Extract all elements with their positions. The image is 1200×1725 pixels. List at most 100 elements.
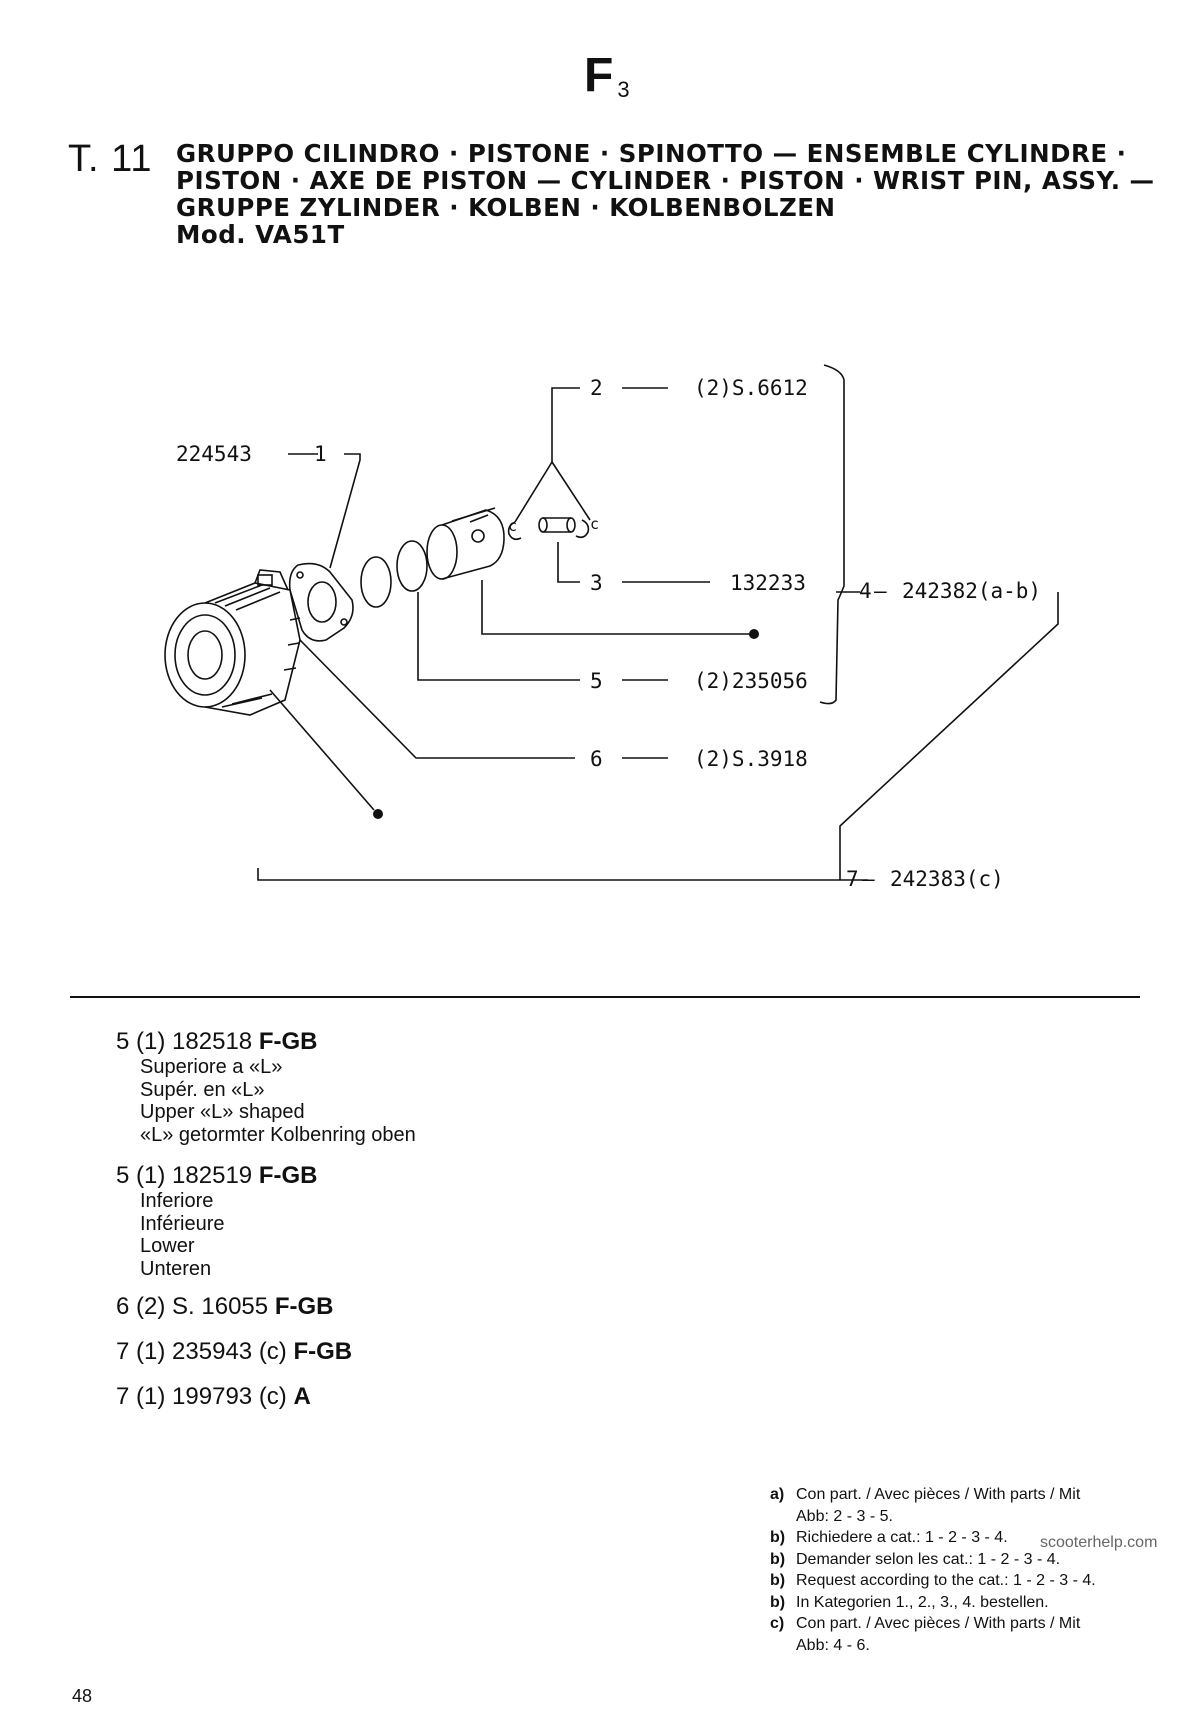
callout-ref-3: 3: [590, 571, 603, 595]
page-code-subscript: 3: [617, 77, 630, 102]
entry-qty: (1): [136, 1162, 166, 1189]
callout-ref-6: 6: [590, 747, 603, 771]
leader-lines: [257, 364, 1059, 881]
entry-market: F-GB: [293, 1338, 353, 1365]
entry-head: 5 (1) 182518 F-GB: [116, 1028, 416, 1056]
callout-ref-2: 2: [590, 376, 603, 400]
parts-entry: 7 (1) 199793 (c) A: [116, 1383, 311, 1411]
callout-part-4: 242382(a-b): [902, 579, 1041, 603]
callout-ref-7: 7: [846, 867, 859, 891]
entry-suffix: (c): [258, 1338, 287, 1365]
parts-entry: 5 (1) 182518 F-GB Superiore a «L» Supér.…: [116, 1028, 416, 1146]
footnote-key: b): [770, 1550, 786, 1568]
entry-head: 7 (1) 199793 (c) A: [116, 1383, 311, 1411]
callout-ref-4: 4: [859, 579, 872, 603]
exploded-parts-diagram: 224543 1 2 (2)S.6612 3 132233 4 — 242382…: [164, 364, 1059, 891]
entry-part-number: 235943: [172, 1338, 253, 1365]
callout-ref-5: 5: [590, 669, 603, 693]
watermark-text: scooterhelp.com: [1040, 1534, 1158, 1551]
parts-entry: 6 (2) S. 16055 F-GB: [116, 1293, 333, 1321]
desc-line: Superiore a «L»: [140, 1056, 283, 1078]
page-code-letter: F: [584, 49, 614, 102]
footnote-text: Con part. / Avec pièces / With parts / M…: [796, 1615, 1081, 1632]
footnote-key: a): [770, 1486, 785, 1503]
entry-ref: 5: [116, 1162, 130, 1189]
footnote: b) Richiedere a cat.: 1 - 2 - 3 - 4.: [770, 1527, 1096, 1549]
title-line: GRUPPE ZYLINDER · KOLBEN · KOLBENBOLZEN: [176, 193, 836, 222]
desc-line: Inferiore: [140, 1190, 214, 1212]
title-line: GRUPPO CILINDRO · PISTONE · SPINOTTO — E…: [176, 139, 1127, 168]
clip-label: c: [508, 517, 517, 535]
entry-market: F-GB: [258, 1162, 318, 1189]
footnote: b)Request according to the cat.: 1 - 2 -…: [770, 1570, 1096, 1592]
entry-market: F-GB: [274, 1293, 334, 1320]
entry-qty: (2): [136, 1293, 166, 1320]
cylinder-drawing: [164, 569, 301, 716]
page-number: 48: [72, 1686, 93, 1706]
callout-part-3: 132233: [730, 571, 806, 595]
footnote-text: Con part. / Avec pièces / With parts / M…: [796, 1486, 1081, 1503]
callout-part-1: 224543: [176, 442, 252, 466]
title-line: PISTON · AXE DE PISTON — CYLINDER · PIST…: [176, 166, 1155, 195]
entry-description: Inferiore Inférieure Lower Unteren: [140, 1190, 317, 1280]
footnote-continuation: Abb: 2 - 3 - 5.: [796, 1507, 893, 1525]
entry-ref: 6: [116, 1293, 130, 1320]
entry-part-number: 182518: [172, 1028, 253, 1055]
footnote: a) Con part. / Avec pièces / With parts /…: [770, 1484, 1096, 1506]
entry-part-number: S. 16055: [172, 1293, 269, 1320]
entry-market: F-GB: [258, 1028, 318, 1055]
wrist-pin-drawing: [538, 517, 576, 533]
connector-dot: [749, 629, 759, 639]
entry-part-number: 199793: [172, 1383, 253, 1410]
circlip-drawing: [507, 521, 522, 541]
footnote-key: b): [770, 1572, 786, 1589]
gasket-drawing: [288, 562, 354, 642]
callout-ref-1: 1: [314, 442, 327, 466]
parts-entry: 5 (1) 182519 F-GB Inferiore Inférieure L…: [116, 1162, 317, 1280]
parts-entry: 7 (1) 235943 (c) F-GB: [116, 1338, 352, 1366]
callout-part-5: (2)235056: [694, 669, 808, 693]
entry-part-number: 182519: [172, 1162, 253, 1189]
footnotes: a) Con part. / Avec pièces / With parts /…: [770, 1484, 1096, 1656]
model-line: Mod. VA51T: [176, 220, 345, 249]
entry-head: 6 (2) S. 16055 F-GB: [116, 1293, 333, 1321]
entry-head: 7 (1) 235943 (c) F-GB: [116, 1338, 352, 1366]
footnote: b) Demander selon les cat.: 1 - 2 - 3 - 4…: [770, 1549, 1096, 1571]
entry-ref: 7: [116, 1383, 130, 1410]
footnote-text: Demander selon les cat.: 1 - 2 - 3 - 4.: [796, 1550, 1061, 1568]
desc-line: Lower: [140, 1235, 195, 1257]
callout-dash: —: [862, 867, 875, 891]
desc-line: Supér. en «L»: [140, 1078, 265, 1101]
footnote-text: Richiedere a cat.: 1 - 2 - 3 - 4.: [796, 1529, 1008, 1546]
entry-qty: (1): [136, 1383, 166, 1410]
entry-description: Superiore a «L» Supér. en «L» Upper «L» …: [140, 1056, 416, 1146]
connector-dot: [373, 809, 383, 819]
entry-market: A: [293, 1383, 311, 1410]
footnote-key: b): [770, 1529, 786, 1546]
section-divider: [70, 996, 1140, 998]
entry-qty: (1): [136, 1338, 166, 1365]
desc-line: Inférieure: [140, 1212, 225, 1235]
entry-ref: 5: [116, 1028, 130, 1055]
title-block: GRUPPO CILINDRO · PISTONE · SPINOTTO — E…: [176, 140, 1155, 248]
footnote-key: b): [770, 1593, 786, 1611]
circlip-drawing: [575, 519, 590, 539]
desc-line: Unteren: [140, 1257, 212, 1280]
callout-part-6: (2)S.3918: [694, 747, 808, 771]
desc-line: «L» getormter Kolbenring oben: [140, 1123, 416, 1146]
callout-part-2: (2)S.6612: [694, 376, 808, 400]
piston-ring-drawing: [360, 556, 392, 608]
footnote-text: In Kategorien 1., 2., 3., 4. bestellen.: [796, 1593, 1049, 1611]
footnote-continuation: Abb: 4 - 6.: [796, 1636, 870, 1654]
table-number: T. 11: [68, 138, 153, 180]
clip-label: c: [590, 515, 599, 533]
piston-drawing: [426, 507, 505, 580]
entry-head: 5 (1) 182519 F-GB: [116, 1162, 317, 1190]
footnote: c) Con part. / Avec pièces / With parts /…: [770, 1613, 1096, 1635]
piston-ring-drawing: [396, 540, 428, 592]
desc-line: Upper «L» shaped: [140, 1101, 305, 1123]
callout-dash: —: [874, 579, 887, 603]
footnote-key: c): [770, 1615, 785, 1632]
footnote: b) In Kategorien 1., 2., 3., 4. bestellen…: [770, 1592, 1096, 1614]
